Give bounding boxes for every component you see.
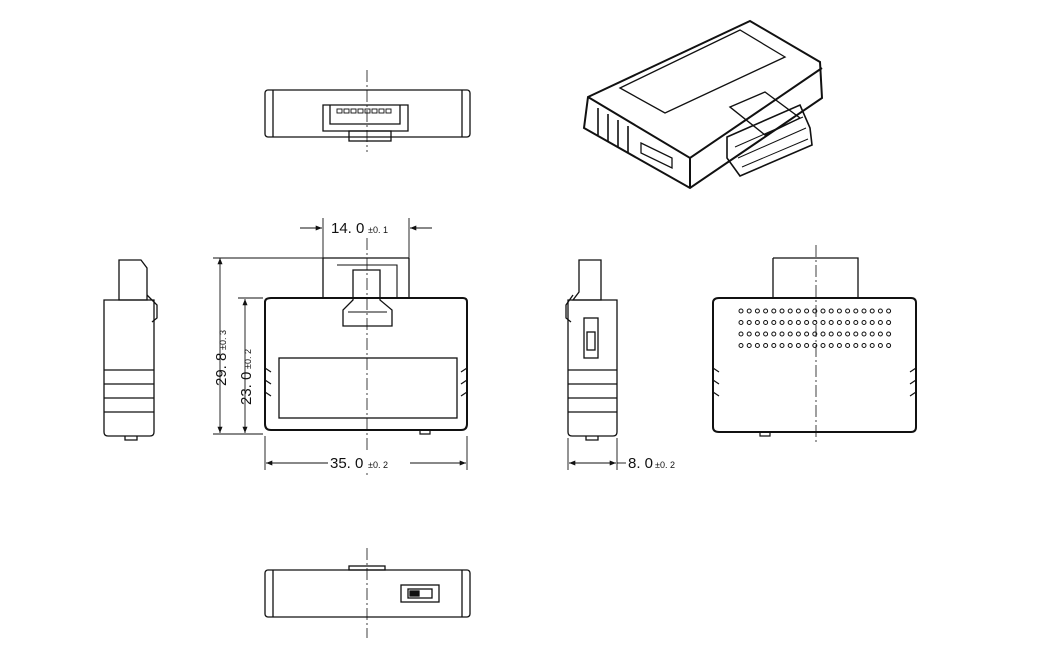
vent-hole bbox=[861, 320, 867, 325]
vent-hole bbox=[845, 343, 851, 348]
vent-hole bbox=[828, 320, 834, 325]
vent-hole bbox=[820, 320, 826, 325]
vent-hole bbox=[746, 343, 752, 348]
dim-thickness-tol: ±0. 2 bbox=[655, 460, 675, 470]
vent-hole bbox=[861, 343, 867, 348]
dimension-height-total bbox=[213, 257, 323, 435]
vent-hole bbox=[787, 331, 793, 337]
vent-hole bbox=[820, 343, 826, 348]
vent-hole bbox=[820, 308, 826, 314]
vent-hole bbox=[795, 308, 801, 314]
vent-hole bbox=[771, 320, 777, 325]
vent-hole bbox=[836, 331, 842, 337]
vent-hole bbox=[869, 331, 875, 337]
vent-hole bbox=[779, 320, 785, 325]
vent-hole bbox=[869, 320, 875, 325]
bottom-view bbox=[264, 548, 471, 638]
vent-hole bbox=[787, 320, 793, 325]
vent-hole bbox=[738, 343, 744, 348]
vent-hole bbox=[877, 343, 883, 348]
vent-hole bbox=[746, 308, 752, 314]
vent-hole bbox=[836, 320, 842, 325]
vent-hole bbox=[853, 331, 859, 337]
vent-hole bbox=[738, 331, 744, 337]
vent-hole bbox=[836, 308, 842, 314]
vent-hole bbox=[746, 331, 752, 337]
dimension-height-body bbox=[238, 297, 263, 433]
vent-hole bbox=[845, 308, 851, 314]
vent-hole bbox=[877, 308, 883, 314]
vent-hole bbox=[804, 343, 810, 348]
dim-thickness-value: 8. 0 bbox=[628, 455, 653, 472]
dim-width-top-tol: ±0. 1 bbox=[368, 225, 388, 235]
dim-width-top-value: 14. 0 bbox=[331, 220, 364, 237]
vent-hole bbox=[779, 308, 785, 314]
vent-hole bbox=[795, 343, 801, 348]
vent-hole bbox=[804, 308, 810, 314]
vent-hole bbox=[828, 308, 834, 314]
vent-hole bbox=[738, 308, 744, 314]
vent-hole bbox=[812, 308, 818, 314]
vent-hole bbox=[795, 320, 801, 325]
vent-hole bbox=[861, 331, 867, 337]
vent-hole bbox=[779, 343, 785, 348]
vent-hole bbox=[746, 320, 752, 325]
vent-hole bbox=[763, 320, 769, 325]
vent-hole bbox=[763, 308, 769, 314]
dimension-width-top bbox=[300, 218, 432, 262]
right-side-view bbox=[565, 259, 618, 441]
vent-hole bbox=[771, 308, 777, 314]
dim-height-body-tol: ±0. 2 bbox=[243, 349, 253, 369]
vent-hole bbox=[738, 320, 744, 325]
vent-hole bbox=[853, 308, 859, 314]
vent-hole bbox=[886, 343, 892, 348]
vent-holes bbox=[738, 308, 892, 348]
vent-hole bbox=[754, 320, 760, 325]
vent-hole bbox=[886, 308, 892, 314]
vent-hole bbox=[877, 320, 883, 325]
dim-height-body-value: 23. 0 bbox=[238, 372, 255, 405]
vent-hole bbox=[763, 331, 769, 337]
isometric-view bbox=[582, 19, 824, 190]
dimension-thickness bbox=[567, 438, 626, 470]
vent-hole bbox=[845, 331, 851, 337]
vent-hole bbox=[804, 320, 810, 325]
dim-width-body-tol: ±0. 2 bbox=[368, 460, 388, 470]
dim-width-body-value: 35. 0 bbox=[330, 455, 363, 472]
vent-hole bbox=[820, 331, 826, 337]
vent-hole bbox=[861, 308, 867, 314]
vent-hole bbox=[795, 331, 801, 337]
back-view bbox=[712, 245, 917, 445]
vent-hole bbox=[771, 331, 777, 337]
vent-hole bbox=[763, 343, 769, 348]
vent-hole bbox=[771, 343, 777, 348]
vent-hole bbox=[869, 343, 875, 348]
vent-hole bbox=[845, 320, 851, 325]
vent-hole bbox=[754, 331, 760, 337]
left-side-view bbox=[103, 259, 158, 441]
vent-hole bbox=[812, 320, 818, 325]
vent-hole bbox=[828, 343, 834, 348]
vent-hole bbox=[886, 320, 892, 325]
vent-hole bbox=[779, 331, 785, 337]
vent-hole bbox=[853, 343, 859, 348]
vent-hole bbox=[812, 331, 818, 337]
vent-hole bbox=[787, 343, 793, 348]
dim-height-total-tol: ±0. 3 bbox=[218, 330, 228, 350]
vent-hole bbox=[754, 343, 760, 348]
vent-hole bbox=[754, 308, 760, 314]
vent-hole bbox=[804, 331, 810, 337]
vent-hole bbox=[877, 331, 883, 337]
top-view bbox=[264, 70, 471, 152]
vent-hole bbox=[869, 308, 875, 314]
vent-hole bbox=[886, 331, 892, 337]
vent-hole bbox=[812, 343, 818, 348]
dim-height-total-value: 29. 8 bbox=[213, 353, 230, 386]
vent-hole bbox=[787, 308, 793, 314]
front-view bbox=[264, 238, 468, 475]
vent-hole bbox=[828, 331, 834, 337]
vent-hole bbox=[836, 343, 842, 348]
vent-hole bbox=[853, 320, 859, 325]
